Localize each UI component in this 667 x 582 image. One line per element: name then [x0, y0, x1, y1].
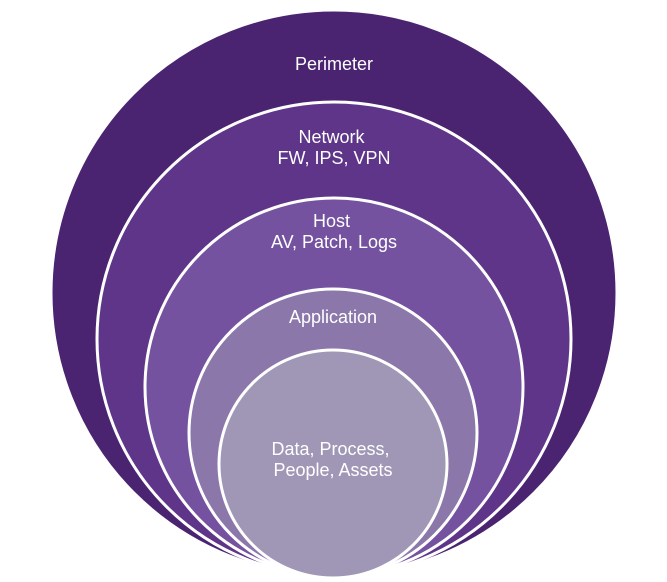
label-host-line-1: Host	[313, 211, 350, 231]
label-host-line-2: AV, Patch, Logs	[271, 232, 397, 252]
label-perimeter: Perimeter	[295, 54, 373, 74]
label-network-line-2: FW, IPS, VPN	[277, 148, 390, 168]
label-host: Host AV, Patch, Logs	[271, 211, 397, 252]
label-application-line-1: Application	[289, 307, 377, 327]
label-network-line-1: Network	[298, 127, 365, 147]
label-core-line-1: Data, Process,	[271, 439, 389, 459]
layer-core: Data, Process, People, Assets	[217, 348, 449, 580]
label-perimeter-line-1: Perimeter	[295, 54, 373, 74]
ring-core	[217, 348, 449, 580]
label-core-line-2: People, Assets	[273, 460, 392, 480]
label-core: Data, Process, People, Assets	[271, 439, 394, 480]
label-application: Application	[289, 307, 377, 327]
label-network: Network FW, IPS, VPN	[277, 127, 390, 168]
